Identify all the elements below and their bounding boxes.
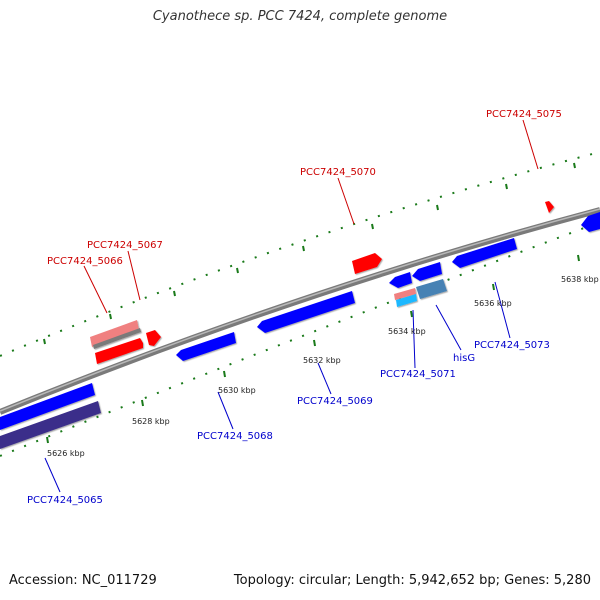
gene-small-forward[interactable]	[146, 330, 161, 346]
gene-small-reverse[interactable]	[389, 272, 412, 288]
lower-tick	[492, 283, 495, 291]
label-pcc7424-5071[interactable]: PCC7424_5071	[380, 369, 456, 380]
scale-label: 5632 kbp	[303, 356, 341, 365]
gene-pcc7424-5068[interactable]	[176, 332, 236, 361]
genome-summary-text: Topology: circular; Length: 5,942,652 bp…	[233, 573, 591, 588]
upper-tick	[236, 267, 239, 274]
gene-mid-reverse[interactable]	[412, 262, 442, 281]
upper-tick	[173, 290, 176, 297]
leader-pcc7424-5067	[127, 250, 141, 301]
leader-pcc7424-5075	[522, 119, 539, 170]
gene-pcc7424-5066[interactable]	[90, 320, 139, 347]
scale-label: 5638 kbp	[561, 275, 599, 284]
gene-pcc7424-5073[interactable]	[452, 238, 517, 268]
gene-pcc7424-5067[interactable]	[95, 338, 143, 364]
label-pcc7424-5067[interactable]: PCC7424_5067	[87, 240, 163, 251]
gene-pcc7424-5069[interactable]	[257, 291, 355, 333]
leader-pcc7424-5065	[44, 457, 61, 493]
scale-labels: 5626 kbp 5628 kbp 5630 kbp 5632 kbp 5634…	[47, 275, 599, 458]
upper-tick	[109, 313, 112, 320]
scale-label: 5634 kbp	[388, 327, 426, 336]
gene-pcc7424-5075[interactable]	[545, 201, 554, 213]
upper-tick	[505, 183, 508, 190]
gene-pcc7424-5070[interactable]	[352, 253, 382, 274]
gene-pcc7424-5065-b[interactable]	[0, 401, 101, 449]
gene-pcc7424-5071-b[interactable]	[396, 294, 417, 307]
gene-pcc7424-5071-a[interactable]	[394, 288, 416, 300]
leader-hisg	[435, 304, 462, 351]
lower-tick	[577, 254, 580, 262]
upper-tick	[302, 245, 305, 252]
genome-backbone-highlight	[0, 208, 600, 412]
label-pcc7424-5069[interactable]: PCC7424_5069	[297, 396, 373, 407]
scale-label: 5630 kbp	[218, 386, 256, 395]
gene-pcc7424-5066-stop	[93, 328, 141, 349]
leader-lines	[44, 119, 539, 493]
forward-labels: PCC7424_5066 PCC7424_5067 PCC7424_5070 P…	[47, 109, 562, 267]
leader-pcc7424-5069	[317, 362, 332, 395]
genome-backbone	[0, 207, 600, 415]
lower-tick	[410, 310, 413, 318]
label-hisg[interactable]: hisG	[453, 353, 475, 364]
lower-tick	[141, 399, 144, 407]
lower-tick	[313, 339, 316, 347]
leader-pcc7424-5066	[83, 265, 108, 314]
scale-label: 5626 kbp	[47, 449, 85, 458]
leader-pcc7424-5068	[217, 391, 234, 430]
label-pcc7424-5070[interactable]: PCC7424_5070	[300, 167, 376, 178]
accession-text: Accession: NC_011729	[9, 573, 157, 588]
gene-right-reverse[interactable]	[581, 212, 600, 232]
upper-tick	[573, 162, 576, 169]
label-pcc7424-5075[interactable]: PCC7424_5075	[486, 109, 562, 120]
label-pcc7424-5068[interactable]: PCC7424_5068	[197, 431, 273, 442]
scale-label: 5636 kbp	[474, 299, 512, 308]
lower-tick	[223, 370, 226, 378]
upper-tick	[371, 223, 374, 230]
leader-pcc7424-5071	[412, 309, 416, 369]
leader-pcc7424-5070	[337, 177, 355, 225]
reverse-genes	[0, 212, 600, 449]
upper-tick	[436, 204, 439, 211]
scale-label: 5628 kbp	[132, 417, 170, 426]
leader-pcc7424-5073	[494, 281, 511, 339]
label-pcc7424-5066[interactable]: PCC7424_5066	[47, 256, 123, 267]
upper-tick	[43, 338, 46, 345]
gene-hisg[interactable]	[416, 279, 447, 299]
upper-scale-track	[0, 151, 600, 357]
lower-scale-track	[0, 221, 600, 457]
major-ticks	[43, 162, 580, 444]
gene-pcc7424-5065[interactable]	[0, 383, 95, 430]
lower-tick	[46, 436, 49, 444]
label-pcc7424-5073[interactable]: PCC7424_5073	[474, 340, 550, 351]
reverse-labels: PCC7424_5065 PCC7424_5068 PCC7424_5069 P…	[27, 340, 550, 506]
label-pcc7424-5065[interactable]: PCC7424_5065	[27, 495, 103, 506]
map-title: Cyanothece sp. PCC 7424, complete genome	[152, 9, 448, 24]
forward-genes	[90, 201, 554, 364]
